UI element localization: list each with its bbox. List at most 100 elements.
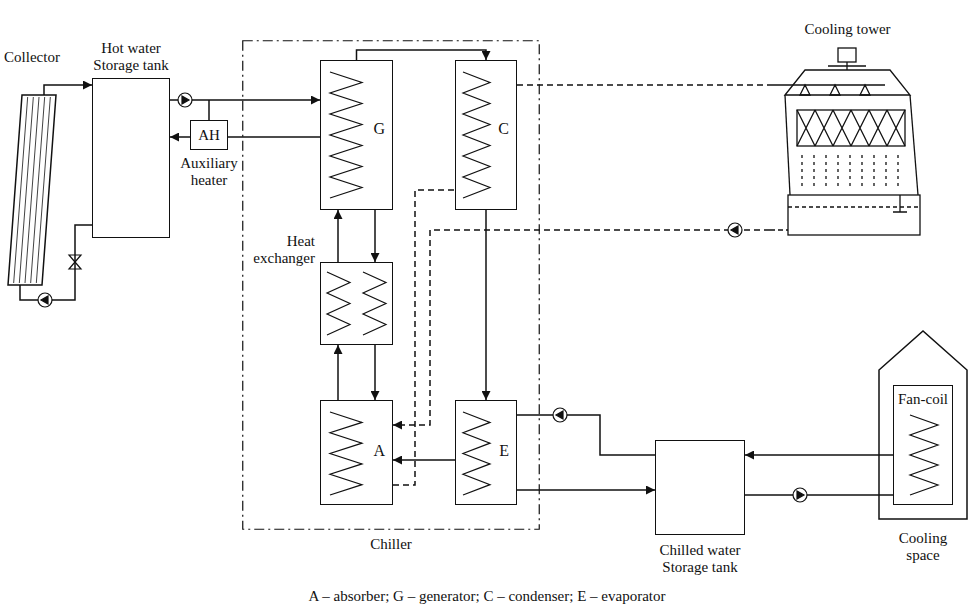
chiller-boundary: ChillerGCHeat exchangerAE bbox=[242, 40, 540, 530]
pipe bbox=[745, 454, 893, 456]
drawing-part bbox=[825, 155, 826, 188]
cooling-tower: Cooling tower bbox=[770, 45, 925, 240]
pipe bbox=[393, 190, 455, 485]
coil-symbol bbox=[327, 72, 938, 495]
drawing-part bbox=[788, 195, 920, 235]
drawing-part bbox=[797, 491, 804, 499]
box-letter: A bbox=[373, 442, 385, 460]
collector-tube bbox=[31, 97, 45, 283]
drawing-part bbox=[837, 155, 838, 188]
component-label: Collector bbox=[1, 49, 63, 66]
pipe bbox=[228, 136, 320, 138]
pipe bbox=[44, 85, 92, 95]
pipe bbox=[374, 210, 376, 262]
drawing-part bbox=[846, 62, 847, 70]
collector-panel: Collector bbox=[8, 95, 56, 285]
drawing-part bbox=[770, 229, 788, 230]
drawing-part bbox=[208, 100, 210, 120]
drawing-part bbox=[887, 110, 905, 146]
drawing-part bbox=[41, 296, 48, 304]
collector-tube bbox=[25, 97, 39, 283]
coil-symbol bbox=[463, 412, 490, 495]
collector-tube bbox=[36, 97, 50, 283]
box-letter: C bbox=[498, 120, 509, 138]
storage-tank: Hot water Storage tank bbox=[92, 78, 170, 238]
absorber-box: A bbox=[320, 400, 393, 505]
house-outline: Cooling spaceFan-coil bbox=[878, 330, 968, 520]
chiller-boundary bbox=[243, 41, 540, 530]
drawing-part bbox=[793, 488, 807, 502]
pipe bbox=[485, 210, 487, 400]
coil-symbol bbox=[463, 72, 490, 198]
drawing-part bbox=[910, 95, 918, 195]
coil-symbol bbox=[330, 412, 362, 495]
drawing-part bbox=[833, 110, 851, 146]
drawing-part bbox=[553, 408, 567, 422]
component-label: Cooling space bbox=[887, 530, 959, 563]
drawing-part bbox=[785, 70, 910, 95]
drawing-part bbox=[785, 95, 790, 195]
component-label: Auxiliary heater bbox=[177, 155, 241, 188]
drawing-part bbox=[731, 226, 738, 234]
drawing-part bbox=[38, 293, 52, 307]
drawing-part bbox=[851, 110, 869, 146]
fan-coil-box: Fan-coil bbox=[893, 385, 953, 505]
heater-tie bbox=[208, 100, 210, 120]
collector-panel bbox=[8, 95, 56, 285]
storage-tank: Chilled water Storage tank bbox=[655, 440, 745, 535]
drawing-part bbox=[802, 155, 898, 188]
drawing-part bbox=[897, 155, 898, 188]
drawing-part bbox=[815, 110, 833, 146]
pipe bbox=[337, 210, 339, 262]
generator-box: G bbox=[320, 60, 393, 210]
house-outline bbox=[879, 331, 967, 519]
component-label: Cooling tower bbox=[783, 21, 913, 38]
evaporator-box: E bbox=[455, 400, 517, 505]
pipe bbox=[517, 415, 655, 455]
box-letter: G bbox=[373, 120, 385, 138]
pipe bbox=[393, 459, 455, 461]
component-label: Heat exchanger bbox=[243, 233, 315, 266]
condenser-box: C bbox=[455, 60, 517, 210]
drawing-part bbox=[797, 110, 905, 146]
collector-panel bbox=[8, 95, 56, 285]
box-label: AH bbox=[198, 127, 220, 144]
drawing-part bbox=[793, 488, 807, 502]
box-label: Fan-coil bbox=[898, 391, 948, 408]
coil-symbol bbox=[327, 272, 350, 335]
component-label: Chiller bbox=[351, 536, 431, 553]
drawing-part bbox=[38, 293, 52, 307]
drawing-part bbox=[861, 155, 862, 188]
pipe bbox=[357, 50, 487, 60]
component-label: Hot water Storage tank bbox=[83, 40, 179, 73]
drawing-part bbox=[770, 84, 885, 85]
heater-box: AHAuxiliary heater bbox=[190, 120, 228, 150]
pipe bbox=[745, 494, 893, 496]
drawing-part bbox=[556, 411, 563, 419]
component-label: Chilled water Storage tank bbox=[648, 542, 752, 575]
cooling-tower-drawing bbox=[770, 48, 920, 235]
drawing-part bbox=[728, 223, 742, 237]
coil-symbol bbox=[910, 415, 938, 495]
drawing-part bbox=[800, 85, 870, 95]
drawing-part bbox=[801, 155, 802, 188]
chiller-boundary bbox=[242, 40, 540, 530]
drawing-part bbox=[728, 223, 742, 237]
drawing-part bbox=[178, 93, 192, 107]
collector-tube bbox=[14, 97, 28, 283]
pipe bbox=[170, 136, 190, 138]
pipe bbox=[393, 230, 770, 425]
drawing-part bbox=[813, 155, 814, 188]
drawing-part bbox=[178, 93, 192, 107]
box-letter: E bbox=[499, 442, 509, 460]
drawing-part bbox=[797, 110, 815, 146]
coil-symbol bbox=[330, 72, 362, 198]
drawing-part bbox=[182, 96, 189, 104]
drawing-part bbox=[838, 48, 856, 62]
pipe bbox=[517, 84, 770, 86]
drawing-part bbox=[869, 110, 887, 146]
drawing-part bbox=[849, 155, 850, 188]
